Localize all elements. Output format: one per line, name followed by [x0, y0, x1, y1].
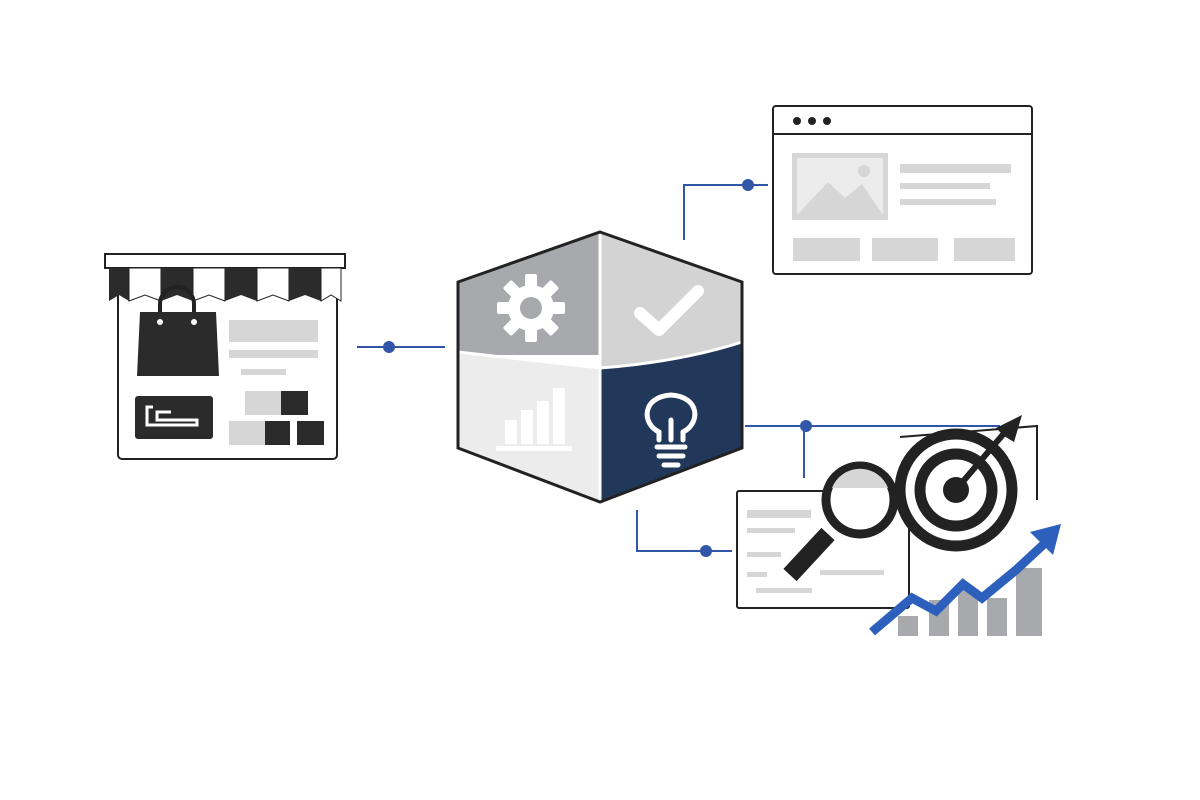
growth-arrow-line	[869, 540, 1048, 636]
storefront-product-blocks	[229, 391, 324, 445]
lightbulb-icon	[644, 392, 698, 468]
browser-text-lines	[900, 164, 1011, 205]
connector-hub-to-webpage	[683, 179, 768, 240]
connector-store-to-hub	[357, 341, 445, 353]
storefront-icon	[104, 253, 346, 460]
analytics-cluster	[736, 415, 1061, 636]
browser-window-icon	[772, 105, 1033, 275]
window-dot	[808, 117, 816, 125]
growth-arrow-chart-icon	[869, 524, 1061, 636]
storefront-awning	[104, 253, 346, 302]
window-dot	[823, 117, 831, 125]
connector-hub-to-target	[745, 420, 1000, 478]
target-arrow-icon	[894, 415, 1022, 552]
gear-icon	[497, 274, 565, 342]
window-dot	[793, 117, 801, 125]
bar-chart-icon	[496, 388, 572, 451]
shopping-bag-icon	[137, 285, 219, 376]
growth-arrow-head	[1030, 524, 1061, 555]
browser-buttons	[793, 238, 1015, 261]
hexagon-hub-icon	[456, 230, 744, 504]
checkmark-icon	[634, 285, 704, 336]
credit-card-icon	[135, 396, 213, 439]
connectors	[357, 179, 1000, 557]
magnifying-glass-icon	[783, 461, 899, 582]
connector-hub-to-search	[636, 510, 732, 557]
image-placeholder-icon	[792, 153, 888, 220]
storefront-text-lines	[229, 320, 318, 375]
